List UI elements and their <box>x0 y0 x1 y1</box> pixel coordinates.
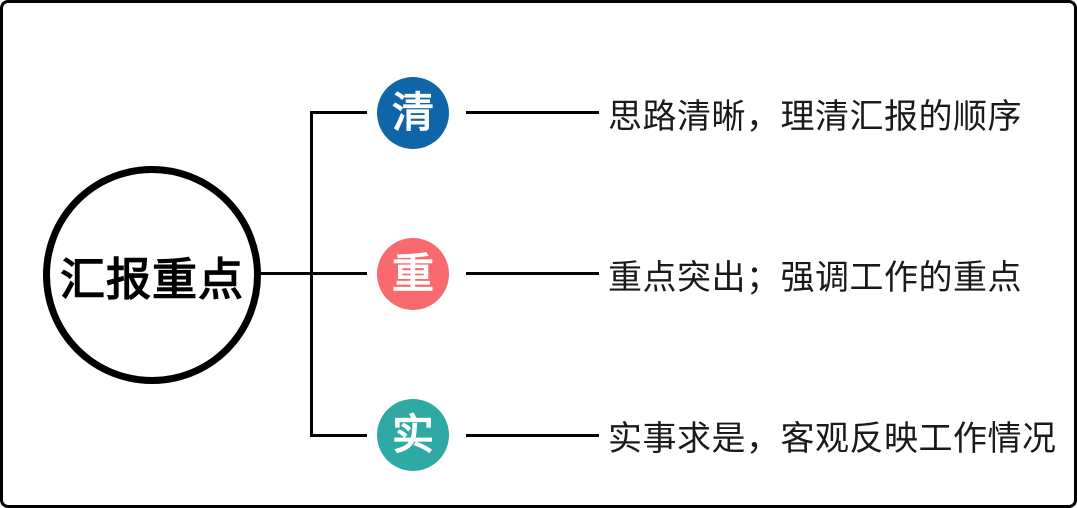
branch-node-1-label: 清 <box>391 89 434 136</box>
root-node-circle: 汇报重点 <box>43 166 261 384</box>
connector-node-2-to-text <box>466 272 599 275</box>
branch-node-2-circle: 重 <box>377 238 449 310</box>
connector-node-1-to-text <box>466 111 599 114</box>
branch-node-2-label: 重 <box>391 250 434 297</box>
connector-branch-3 <box>310 434 367 437</box>
branch-node-3-circle: 实 <box>377 399 449 471</box>
connector-node-3-to-text <box>466 434 599 437</box>
connector-branch-1 <box>310 111 367 114</box>
branch-1-description: 思路清晰，理清汇报的顺序 <box>608 97 1022 136</box>
connector-root-to-trunk <box>259 272 311 275</box>
branch-2-description: 重点突出；强调工作的重点 <box>608 258 1022 297</box>
root-node-label: 汇报重点 <box>59 253 244 305</box>
connector-branch-2 <box>310 272 367 275</box>
branch-node-3-label: 实 <box>391 411 434 458</box>
branch-3-description: 实事求是，客观反映工作情况 <box>608 419 1057 458</box>
branch-node-1-circle: 清 <box>377 77 449 149</box>
